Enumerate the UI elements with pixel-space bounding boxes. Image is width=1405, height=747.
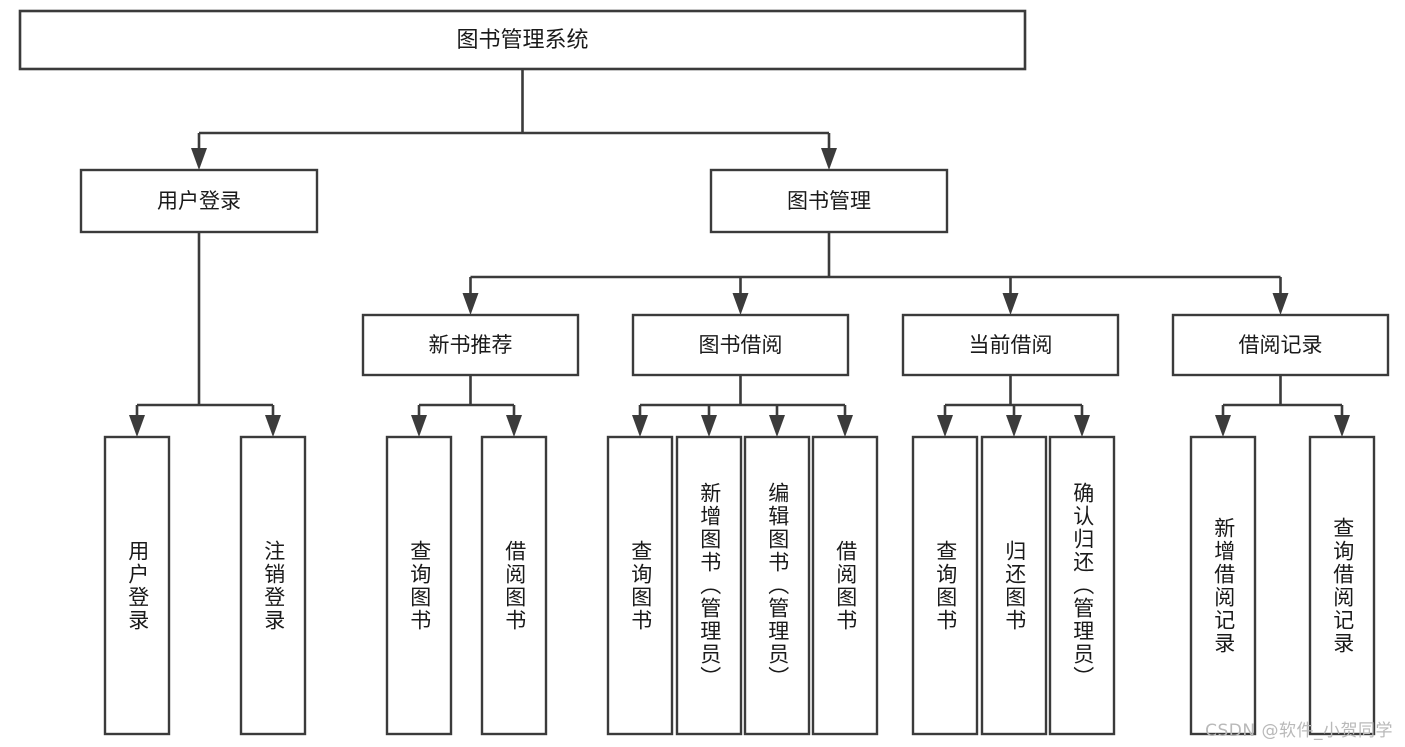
arrow-head-icon-level3-3 (1272, 293, 1289, 315)
node-new-book-recommendation-label: 新书推荐 (429, 333, 513, 357)
arrow-head-icon-level2-1 (821, 148, 837, 170)
arrow-head-icon-level3-1 (732, 293, 749, 315)
arrow-head-icon-level3-2 (1002, 293, 1019, 315)
leaf-logout[interactable] (239, 435, 307, 736)
leaf-borrow-books-recommend[interactable] (480, 435, 548, 736)
leaf-query-books-recommend[interactable] (385, 435, 453, 736)
node-root-library-management-system[interactable] (18, 9, 1027, 71)
arrow-head-icon-book_borrowing-1 (701, 415, 717, 437)
node-user-login[interactable] (79, 168, 319, 234)
arrow-head-icon-book_borrowing-2 (769, 415, 785, 437)
arrow-head-icon-new_book_recommendation-1 (506, 415, 522, 437)
leaf-add-borrow-record[interactable] (1189, 435, 1257, 736)
node-borrowing-records[interactable] (1171, 313, 1390, 377)
leaf-add-book-admin[interactable] (675, 435, 743, 736)
arrow-head-icon-borrowing_records-1 (1334, 415, 1350, 437)
arrow-head-icon-user_login-1 (265, 415, 281, 437)
leaf-confirm-return-admin[interactable] (1048, 435, 1116, 736)
arrow-head-icon-book_borrowing-3 (837, 415, 853, 437)
arrow-head-icon-new_book_recommendation-0 (411, 415, 427, 437)
node-user-login-label: 用户登录 (157, 189, 241, 213)
node-root-library-management-system-label: 图书管理系统 (456, 28, 588, 53)
node-borrowing-records-label: 借阅记录 (1239, 333, 1323, 357)
node-book-borrowing[interactable] (631, 313, 850, 377)
connector-layer (129, 69, 1350, 437)
leaf-borrow-books[interactable] (811, 435, 879, 736)
node-book-management-label: 图书管理 (787, 189, 871, 213)
node-current-borrowing[interactable] (901, 313, 1120, 377)
leaf-query-borrow-record[interactable] (1308, 435, 1376, 736)
arrow-head-icon-level3-0 (462, 293, 479, 315)
node-book-borrowing-label: 图书借阅 (699, 333, 783, 357)
arrow-head-icon-current_borrowing-1 (1006, 415, 1022, 437)
leaf-query-books-current[interactable] (911, 435, 979, 736)
node-box-layer (18, 9, 1390, 736)
arrow-head-icon-user_login-0 (129, 415, 145, 437)
node-current-borrowing-label: 当前借阅 (969, 333, 1053, 357)
arrow-head-icon-current_borrowing-0 (937, 415, 953, 437)
leaf-return-books[interactable] (980, 435, 1048, 736)
node-book-management[interactable] (709, 168, 949, 234)
arrow-head-icon-current_borrowing-2 (1074, 415, 1090, 437)
node-new-book-recommendation[interactable] (361, 313, 580, 377)
leaf-query-books-borrow[interactable] (606, 435, 674, 736)
arrow-head-icon-level2-0 (191, 148, 207, 170)
leaf-edit-book-admin[interactable] (743, 435, 811, 736)
arrow-head-icon-book_borrowing-0 (632, 415, 648, 437)
leaf-user-login[interactable] (103, 435, 171, 736)
arrow-head-icon-borrowing_records-0 (1215, 415, 1231, 437)
